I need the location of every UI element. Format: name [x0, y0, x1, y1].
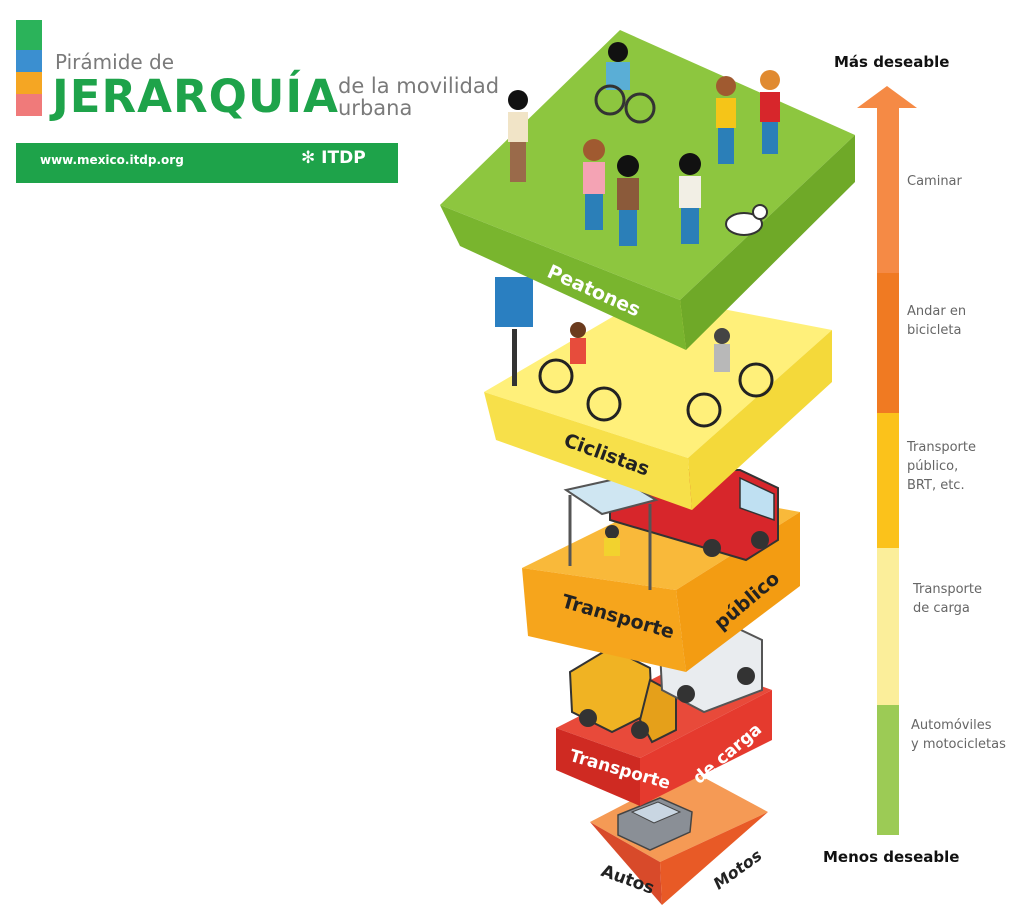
- peatones-level-side: [680, 135, 855, 350]
- scale-segment-publico: [877, 413, 899, 548]
- carga-level-side: [640, 690, 772, 806]
- title-small: Pirámide de: [55, 50, 175, 74]
- scale-segment-carga: [877, 548, 899, 705]
- bike-lane-sign-icon: [493, 275, 535, 386]
- autos-level-left: [590, 822, 662, 905]
- scale-label-publico: Transporte público, BRT, etc.: [907, 440, 976, 493]
- scale-segment-caminar: [877, 108, 899, 273]
- pedestrian-icon: [583, 139, 605, 230]
- website-link[interactable]: www.mexico.itdp.org: [40, 153, 184, 167]
- title-subtitle-line1: de la movilidad: [338, 74, 500, 98]
- ciclistas-level-top: [484, 295, 832, 458]
- pedestrian-icon: [760, 70, 780, 154]
- scale-label-bicicleta: Andar en bicicleta: [907, 304, 967, 338]
- scale-arrowhead: [857, 86, 917, 108]
- cyclist-icon: [538, 322, 622, 422]
- header-banner: [16, 143, 398, 183]
- scale-label-carga: Transporte de carga: [913, 582, 982, 616]
- pedestrian-icon: [508, 90, 528, 182]
- page-title: JERARQUÍA: [52, 70, 339, 123]
- truck-icon: [568, 646, 677, 744]
- publico-level-front: [522, 568, 686, 672]
- logo-stripe-pink: [16, 94, 42, 116]
- dog-icon: [725, 204, 768, 236]
- peatones-level-front: [440, 205, 686, 350]
- itdp-logo: ✻ ITDP: [301, 148, 366, 168]
- autos-level-right: [660, 812, 768, 905]
- pedestrian-icon: [679, 153, 701, 244]
- ciclistas-level-front: [484, 392, 692, 510]
- scale-label-caminar: Caminar: [907, 174, 962, 189]
- logo-stripe-blue: [16, 50, 42, 72]
- cyclist-icon: [686, 328, 774, 428]
- scale-bottom-label: Menos deseable: [823, 848, 960, 866]
- wheelchair-icon: [594, 42, 656, 124]
- scale-label-autos: Automóviles y motocicletas: [911, 718, 1006, 752]
- pedestrian-icon: [716, 76, 736, 164]
- scale-top-label: Más deseable: [834, 53, 950, 71]
- car-icon: [617, 797, 693, 851]
- scale-segment-autos: [877, 705, 899, 835]
- scale-segment-bicicleta: [877, 273, 899, 413]
- ciclistas-level-side: [688, 330, 832, 510]
- itdp-logo-text: ITDP: [321, 148, 366, 168]
- publico-level-side: [676, 512, 800, 672]
- logo-stripe-green: [16, 20, 42, 50]
- pedestrian-icon: [617, 155, 639, 246]
- title-subtitle-line2: urbana: [338, 96, 413, 120]
- carga-level-front: [556, 728, 640, 806]
- logo-stripe-orange: [16, 72, 42, 94]
